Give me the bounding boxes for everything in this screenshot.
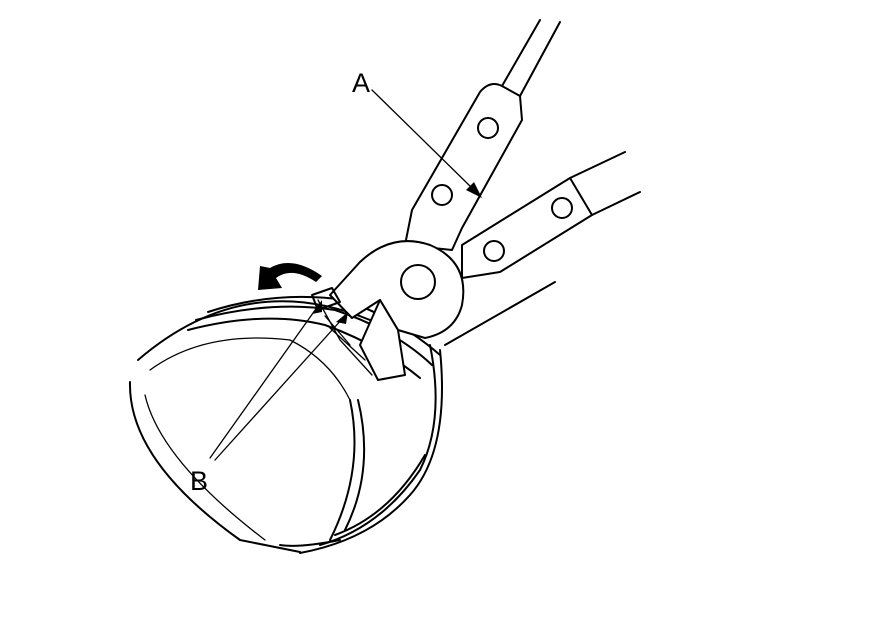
callout-a-label: A	[352, 68, 370, 98]
tool-lower-handle	[444, 151, 641, 346]
pivot-bolt	[400, 264, 436, 300]
callout-b: B	[190, 300, 348, 496]
handle-hole-2	[431, 184, 453, 206]
callout-b-label: B	[190, 466, 208, 496]
handle-hole-1	[477, 117, 499, 139]
ring-gap-jaw	[311, 287, 341, 311]
callout-a: A	[352, 68, 482, 198]
rotation-arrow	[258, 263, 322, 290]
tool-upper-handle	[404, 19, 561, 251]
handle-hole-3	[551, 197, 573, 219]
tool-pivot-head	[311, 240, 465, 381]
handle-hole-4	[483, 240, 505, 262]
